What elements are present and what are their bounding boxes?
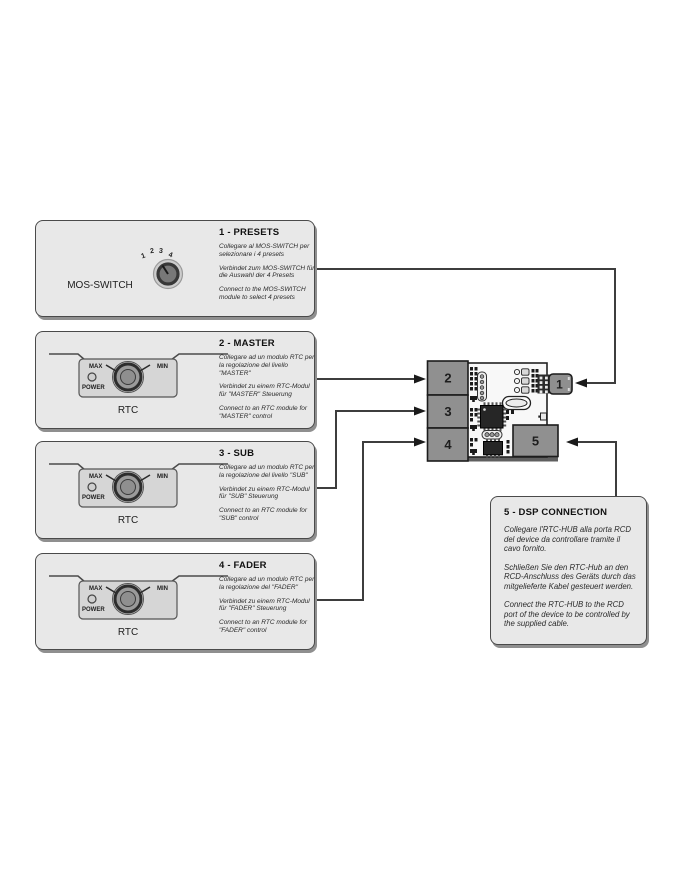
text-german: Schließen Sie den RTC-Hub an den RCD-Ans… bbox=[504, 562, 636, 591]
knob-bezel bbox=[112, 583, 144, 615]
board-shadow bbox=[430, 456, 558, 462]
box-title: 3 - SUB bbox=[219, 448, 255, 459]
module-label: MOS-SWITCH bbox=[67, 280, 133, 291]
text-english: Connect to an RTC module for "MASTER" co… bbox=[219, 404, 308, 420]
min-label: MIN bbox=[157, 586, 168, 592]
power-label: POWER bbox=[82, 385, 105, 391]
text-english: Connect the RTC-HUB to the RCD port of t… bbox=[504, 600, 630, 628]
port-5[interactable] bbox=[512, 424, 559, 458]
capacitors bbox=[513, 368, 530, 394]
knob-pos-2: 2 bbox=[150, 248, 155, 255]
master-info-box: MAX MIN POWER RTC 2 - MASTER Collegare a… bbox=[35, 331, 315, 429]
presets-info-box: 1 2 3 4 MOS-SWITCH 1 - PRESETS Collegare… bbox=[35, 220, 315, 317]
mos-switch-art: 1 2 3 4 MOS-SWITCH bbox=[67, 248, 184, 291]
pin-header-vertical bbox=[477, 371, 487, 402]
max-label: MAX bbox=[89, 364, 102, 370]
box-title: 2 - MASTER bbox=[219, 338, 275, 349]
knob-pos-3: 3 bbox=[158, 248, 163, 255]
port-5-label: 5 bbox=[532, 434, 539, 449]
rtc-module-art: MAX MIN POWER RTC bbox=[49, 463, 228, 526]
power-led bbox=[87, 372, 97, 382]
wire-presets bbox=[313, 268, 616, 384]
arrow-to-port5 bbox=[566, 437, 578, 447]
box-title: 4 - FADER bbox=[219, 560, 267, 571]
min-label: MIN bbox=[157, 364, 168, 370]
port-4-label: 4 bbox=[444, 437, 452, 452]
panel-edge-left bbox=[49, 463, 86, 471]
max-tick bbox=[105, 586, 117, 594]
min-tick bbox=[139, 474, 151, 482]
power-label: POWER bbox=[82, 607, 105, 613]
module-label: RTC bbox=[118, 405, 138, 416]
smd-pads-left bbox=[470, 367, 478, 455]
text-italian: Collegare ad un modulo RTC per la regola… bbox=[219, 354, 315, 377]
module-label: RTC bbox=[118, 515, 138, 526]
fader-info-box: MAX MIN POWER RTC 4 - FADER Collegare ad… bbox=[35, 553, 315, 650]
wire-dsp bbox=[577, 441, 617, 496]
arrow-to-port4 bbox=[414, 437, 426, 447]
port-3-label: 3 bbox=[444, 404, 451, 419]
max-tick bbox=[105, 364, 117, 372]
max-tick bbox=[105, 474, 117, 482]
crystal-oscillator bbox=[501, 395, 532, 411]
panel-edge-left bbox=[49, 353, 86, 361]
text-german: Verbindet zu einem RTC-Modul für "MASTER… bbox=[219, 383, 310, 399]
panel-edge-right bbox=[170, 353, 228, 361]
rtc-hub-board: 2 3 4 bbox=[426, 360, 573, 462]
knob-cap bbox=[120, 591, 136, 607]
min-tick bbox=[139, 586, 151, 594]
rtc-module-art: MAX MIN POWER RTC bbox=[49, 575, 228, 638]
arrow-to-port2 bbox=[414, 374, 426, 384]
panel-edge-left bbox=[49, 575, 86, 583]
text-italian: Collegare al MOS-SWITCH per selezionare … bbox=[219, 243, 310, 258]
knob-pos-1: 1 bbox=[140, 252, 146, 260]
arrow-to-port3 bbox=[414, 406, 426, 416]
text-german: Verbindet zu einem RTC-Modul für "SUB" S… bbox=[219, 485, 310, 501]
panel-edge-right bbox=[170, 575, 228, 583]
port-1[interactable]: 1 bbox=[537, 373, 573, 395]
box-title: 1 - PRESETS bbox=[219, 227, 280, 238]
knob-pos-4: 4 bbox=[168, 251, 174, 259]
max-label: MAX bbox=[89, 474, 102, 480]
min-label: MIN bbox=[157, 474, 168, 480]
power-led bbox=[87, 482, 97, 492]
knob-bezel bbox=[112, 361, 144, 393]
power-led bbox=[87, 594, 97, 604]
text-italian: Collegare ad un modulo RTC per la regola… bbox=[219, 464, 315, 479]
text-italian: Collegare ad un modulo RTC per la regola… bbox=[219, 576, 315, 591]
wire-sub bbox=[313, 410, 415, 489]
arrow-to-port1 bbox=[575, 378, 587, 388]
knob-pointer-icon bbox=[161, 264, 169, 275]
knob-cap bbox=[120, 479, 136, 495]
text-english: Connect to an RTC module for "FADER" con… bbox=[219, 619, 308, 634]
text-english: Connect to the MOS-SWITCH module to sele… bbox=[219, 286, 306, 301]
knob-cap bbox=[120, 369, 136, 385]
sub-info-box: MAX MIN POWER RTC 3 - SUB Collegare ad u… bbox=[35, 441, 315, 539]
panel-edge-right bbox=[170, 463, 228, 471]
pin-header-horizontal bbox=[481, 430, 503, 440]
module-label: RTC bbox=[118, 627, 138, 638]
port-2[interactable] bbox=[426, 360, 469, 396]
soic-chip bbox=[483, 438, 503, 458]
max-label: MAX bbox=[89, 586, 102, 592]
smd-pads-right bbox=[506, 369, 539, 454]
port-1-label: 1 bbox=[556, 378, 563, 392]
small-component bbox=[538, 412, 547, 421]
text-italian: Collegare l'RTC-HUB alla porta RCD del d… bbox=[504, 525, 632, 553]
box-title: 5 - DSP CONNECTION bbox=[504, 507, 608, 518]
microcontroller-chip bbox=[477, 402, 507, 432]
text-german: Verbindet zu einem RTC-Modul für "FADER"… bbox=[219, 597, 310, 613]
power-label: POWER bbox=[82, 495, 105, 501]
port-2-label: 2 bbox=[444, 371, 451, 386]
port-4[interactable] bbox=[426, 427, 469, 462]
rtc-module-art: MAX MIN POWER RTC bbox=[49, 353, 228, 416]
text-german: Verbindet zum MOS-SWITCH für die Auswahl… bbox=[219, 264, 315, 280]
dsp-connection-info-box: 5 - DSP CONNECTION Collegare l'RTC-HUB a… bbox=[490, 496, 647, 645]
knob-bezel bbox=[112, 471, 144, 503]
min-tick bbox=[139, 364, 151, 372]
text-english: Connect to an RTC module for "SUB" contr… bbox=[219, 507, 308, 522]
wire-fader bbox=[313, 441, 415, 601]
